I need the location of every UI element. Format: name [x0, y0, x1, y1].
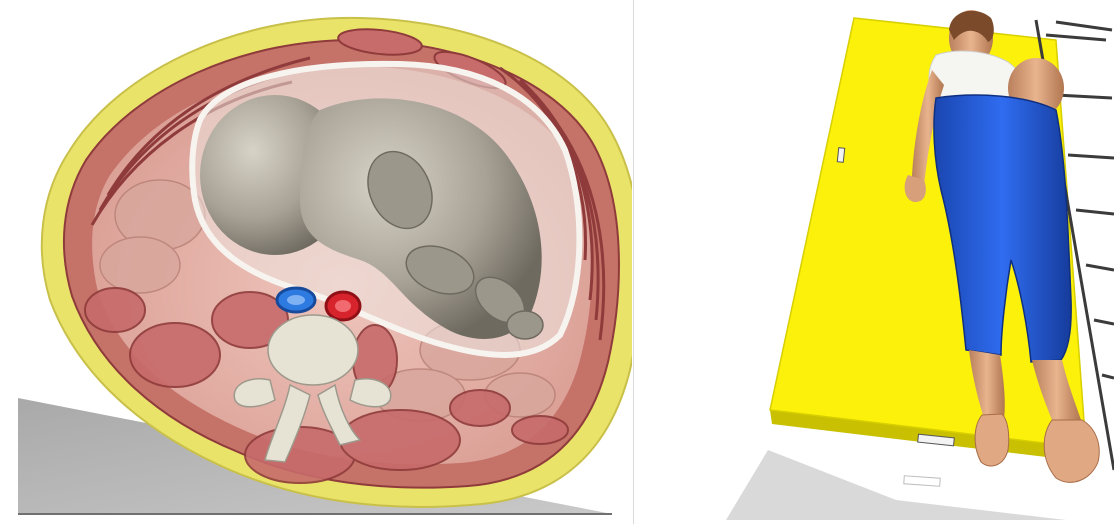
aorta-lumen: [335, 300, 351, 312]
patient-right-foot: [1044, 420, 1099, 482]
board-handle-slot-side: [837, 148, 844, 163]
panel-divider: [633, 0, 634, 524]
abdominal-cross-section-illustration: [0, 0, 632, 524]
tilted-board-svg: [636, 0, 1114, 524]
board-shadow: [726, 450, 1066, 520]
cross-section-svg: [0, 0, 632, 524]
patient-left-foot: [975, 414, 1009, 466]
vena-cava-lumen: [287, 295, 305, 305]
board-handle-shadow: [904, 476, 940, 486]
tilted-board-patient-illustration: [636, 0, 1114, 524]
